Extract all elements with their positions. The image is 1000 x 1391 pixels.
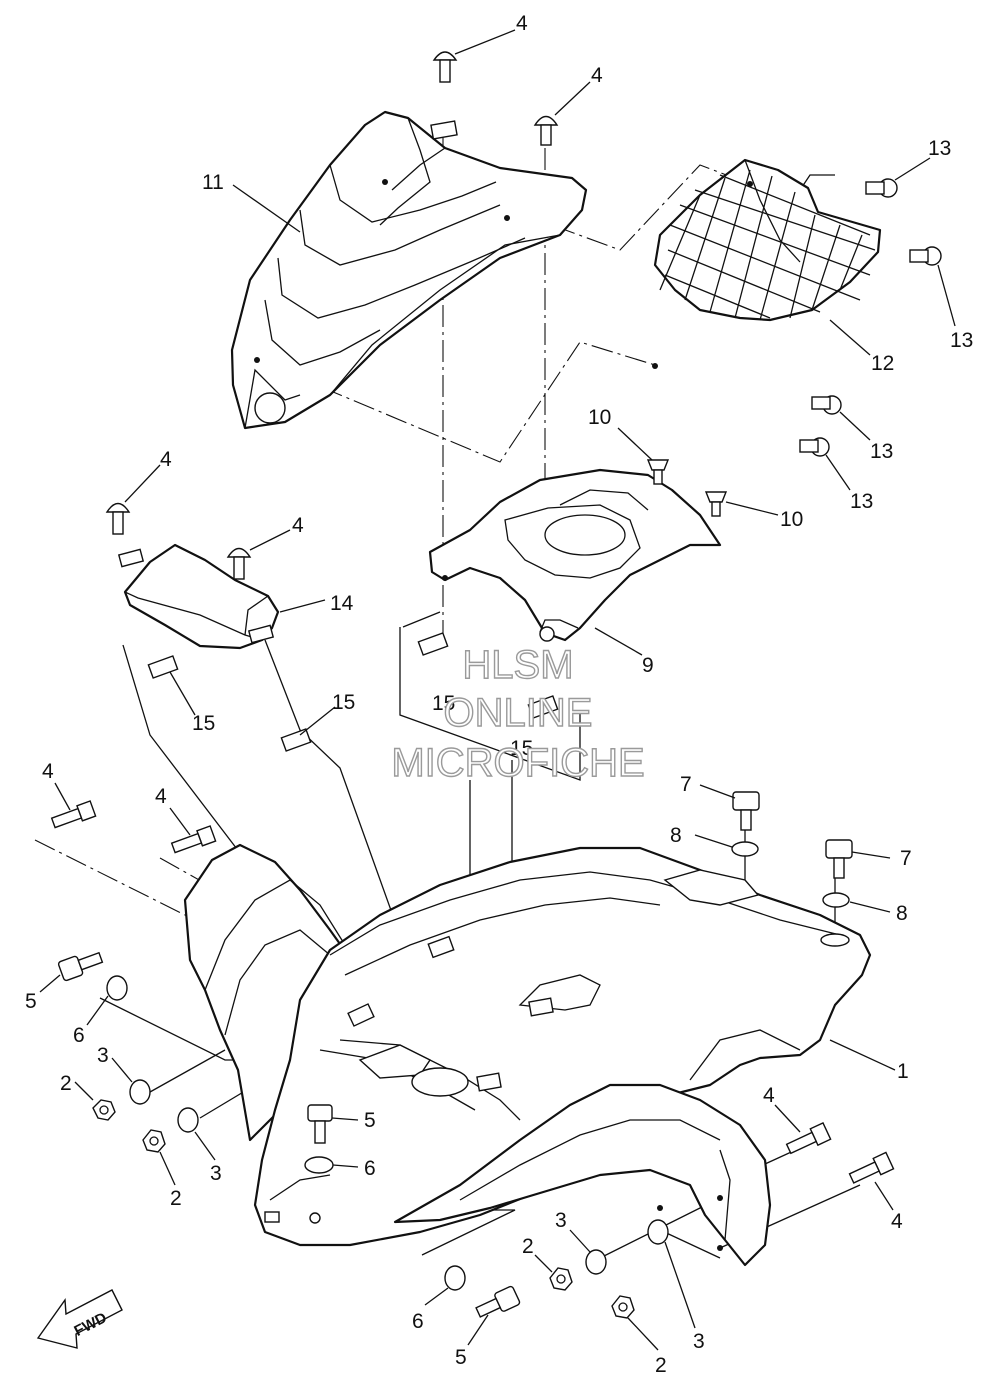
bolt-icon <box>307 1104 333 1144</box>
callout-6: 6 <box>73 1024 85 1047</box>
screw-icon <box>226 547 252 580</box>
bolt-icon <box>799 437 830 457</box>
callout-15: 15 <box>192 712 215 735</box>
bolt-icon <box>865 178 898 198</box>
assembly-line <box>256 341 656 463</box>
callout-13: 13 <box>850 490 873 513</box>
callout-4: 4 <box>160 448 172 471</box>
part-12-grille <box>652 158 882 369</box>
callout-5: 5 <box>364 1109 376 1132</box>
washer-icon <box>129 1079 151 1105</box>
watermark-line-3: MICROFICHE <box>391 741 644 785</box>
callout-8: 8 <box>670 824 682 847</box>
callout-12: 12 <box>871 352 894 375</box>
washer-icon <box>444 1265 466 1291</box>
screw-icon <box>432 51 458 83</box>
screw-icon <box>533 115 559 146</box>
callout-8: 8 <box>896 902 908 925</box>
clip-icon <box>704 491 728 517</box>
callout-2: 2 <box>170 1187 182 1210</box>
callout-15: 15 <box>432 692 455 715</box>
callout-4: 4 <box>891 1210 903 1233</box>
callout-15: 15 <box>510 737 533 760</box>
screw-icon <box>848 1151 895 1184</box>
watermark-line-1: HLSM <box>462 643 573 687</box>
nut-icon <box>142 1129 166 1153</box>
part-1-front-fender <box>183 843 872 1267</box>
bolt-icon <box>475 1285 521 1318</box>
callout-2: 2 <box>60 1072 72 1095</box>
callout-3: 3 <box>210 1162 222 1185</box>
assembly-line <box>399 627 581 781</box>
hardware <box>50 51 942 1319</box>
nut-clip-icon <box>280 728 312 752</box>
screw-icon <box>50 800 97 829</box>
fwd-arrow-icon: FWD <box>36 1289 123 1349</box>
callout-2: 2 <box>522 1235 534 1258</box>
bolt-icon <box>732 791 760 831</box>
callout-1: 1 <box>897 1060 909 1083</box>
washer-icon <box>647 1219 669 1245</box>
callout-5: 5 <box>455 1346 467 1369</box>
watermark: HLSM ONLINE MICROFICHE <box>391 642 646 785</box>
nut-icon <box>92 1099 116 1121</box>
washer-icon <box>731 841 759 857</box>
callout-4: 4 <box>155 785 167 808</box>
callout-4: 4 <box>763 1084 775 1107</box>
washer-icon <box>177 1107 199 1133</box>
callout-4: 4 <box>591 64 603 87</box>
callout-labels: 4 4 11 13 13 12 13 13 10 10 4 4 14 9 15 … <box>25 12 973 1377</box>
part-9-upper-panel <box>428 468 722 642</box>
screw-icon <box>105 502 131 535</box>
callout-13: 13 <box>950 329 973 352</box>
callout-6: 6 <box>364 1157 376 1180</box>
callout-10: 10 <box>780 508 803 531</box>
callout-13: 13 <box>870 440 893 463</box>
callout-7: 7 <box>900 847 912 870</box>
washer-icon <box>585 1249 607 1275</box>
callout-3: 3 <box>555 1209 567 1232</box>
nut-clip-icon <box>527 695 559 719</box>
leader-lines <box>39 29 956 1351</box>
callout-2: 2 <box>655 1354 667 1377</box>
callout-7: 7 <box>680 773 692 796</box>
callout-10: 10 <box>588 406 611 429</box>
screw-icon <box>785 1121 832 1155</box>
bolt-icon <box>57 951 104 982</box>
washer-icon <box>304 1156 334 1174</box>
callout-9: 9 <box>642 654 654 677</box>
nut-icon <box>549 1267 573 1291</box>
callout-11: 11 <box>202 171 224 194</box>
callout-6: 6 <box>412 1310 424 1333</box>
bolt-icon <box>909 246 942 266</box>
assembly-line <box>659 1229 721 1259</box>
callout-5: 5 <box>25 990 37 1013</box>
assembly-line <box>402 611 441 628</box>
bolt-icon <box>811 395 842 415</box>
part-14-duct <box>117 543 280 650</box>
screw-icon <box>170 825 217 854</box>
clip-icon <box>646 459 670 485</box>
washer-icon <box>106 975 128 1001</box>
callout-14: 14 <box>330 592 354 615</box>
nut-icon <box>611 1295 635 1319</box>
watermark-line-2: ONLINE <box>444 691 593 735</box>
callout-3: 3 <box>693 1330 705 1353</box>
nut-clip-icon <box>417 632 449 656</box>
callout-13: 13 <box>928 137 951 160</box>
callout-4: 4 <box>516 12 528 35</box>
nut-clip-icon <box>147 655 179 679</box>
assembly-line <box>149 1049 226 1093</box>
callout-4: 4 <box>292 514 304 537</box>
part-11-front-cover <box>230 110 588 430</box>
callout-4: 4 <box>42 760 54 783</box>
bolt-icon <box>825 839 853 879</box>
washer-icon <box>822 892 850 908</box>
callout-3: 3 <box>97 1044 109 1067</box>
callout-15: 15 <box>332 691 355 714</box>
